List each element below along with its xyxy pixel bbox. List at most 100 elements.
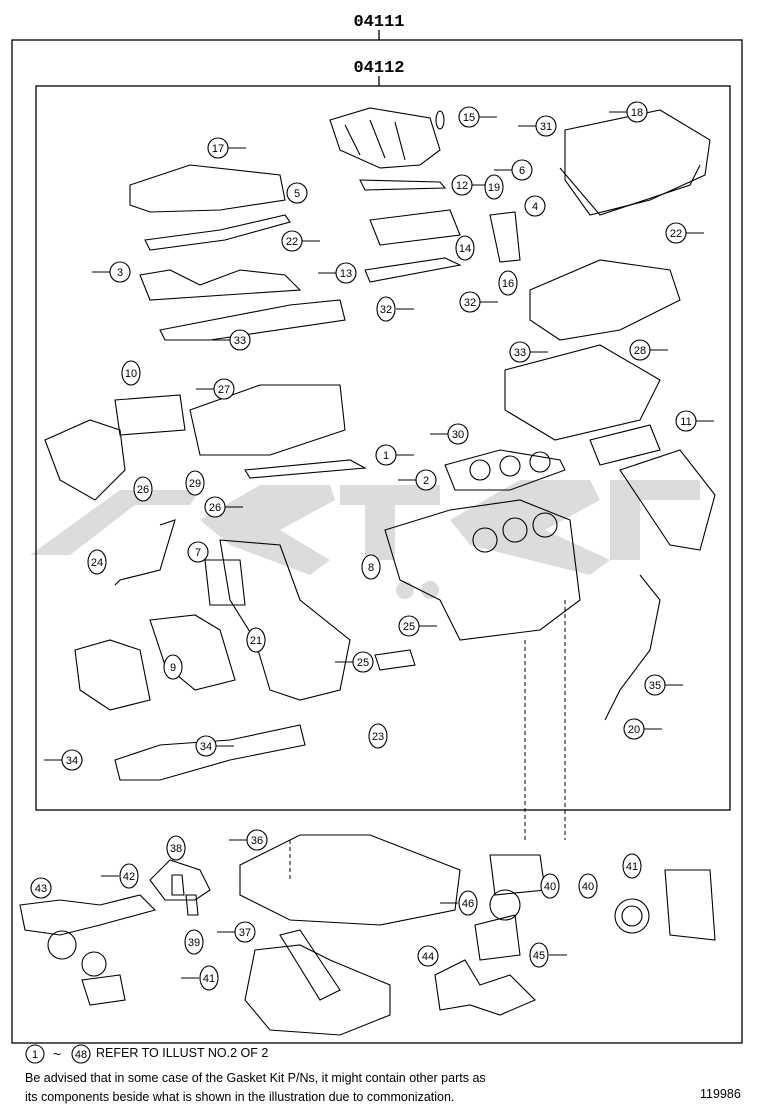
callout-11: 11 xyxy=(675,410,714,432)
part-outlines xyxy=(19,107,716,1036)
callout-number: 7 xyxy=(195,547,201,559)
callout-40: 40 xyxy=(540,873,560,899)
callout-20: 20 xyxy=(623,718,662,740)
callout-number: 4 xyxy=(532,201,538,213)
callout-bubble xyxy=(109,261,131,283)
note-line-1: Be advised that in some case of the Gask… xyxy=(25,1071,486,1085)
callout-number: 42 xyxy=(123,871,135,883)
callout-39: 39 xyxy=(184,929,204,955)
callout-bubble xyxy=(417,945,439,967)
callout-bubble xyxy=(335,262,357,284)
callout-bubble xyxy=(195,735,217,757)
callout-bubble xyxy=(540,873,560,899)
callout-number: 30 xyxy=(452,429,464,441)
callout-15: 15 xyxy=(458,106,497,128)
callout-number: 38 xyxy=(170,843,182,855)
callout-bubble xyxy=(415,469,437,491)
callout-number: 37 xyxy=(239,927,251,939)
callout-24: 24 xyxy=(87,549,107,575)
callout-number: 15 xyxy=(463,112,475,124)
callout-bubble xyxy=(665,222,687,244)
callout-45: 45 xyxy=(529,942,567,968)
callout-bubble xyxy=(626,101,648,123)
callout-number: 10 xyxy=(125,368,137,380)
inner-kit-label: 04112 xyxy=(353,59,404,78)
callout-33: 33 xyxy=(212,329,251,351)
range-end-number: 48 xyxy=(75,1049,87,1061)
callout-number: 31 xyxy=(540,121,552,133)
callout-number: 8 xyxy=(368,562,374,574)
callout-22: 22 xyxy=(665,222,704,244)
callout-14: 14 xyxy=(455,235,475,261)
callout-6: 6 xyxy=(494,159,533,181)
callout-30: 30 xyxy=(430,423,469,445)
callout-3: 3 xyxy=(92,261,131,283)
callout-number: 12 xyxy=(456,180,468,192)
callout-number: 32 xyxy=(380,304,392,316)
callout-bubble xyxy=(511,159,533,181)
callout-8: 8 xyxy=(361,554,381,580)
callout-bubble xyxy=(498,270,518,296)
callout-number: 6 xyxy=(519,165,525,177)
callout-21: 21 xyxy=(246,627,266,653)
callout-number: 41 xyxy=(626,861,638,873)
callout-bubble xyxy=(199,965,219,991)
callout-38: 38 xyxy=(166,835,186,861)
callout-bubble xyxy=(455,235,475,261)
callout-bubble xyxy=(629,339,651,361)
callout-32: 32 xyxy=(459,291,498,313)
callout-number: 11 xyxy=(680,416,691,428)
callout-number: 44 xyxy=(422,951,434,963)
callout-number: 3 xyxy=(117,267,123,279)
callout-number: 13 xyxy=(340,268,352,280)
callout-36: 36 xyxy=(229,829,268,851)
callout-bubble xyxy=(187,541,209,563)
callout-bubble xyxy=(675,410,697,432)
callout-31: 31 xyxy=(518,115,557,137)
callout-4: 4 xyxy=(524,195,546,217)
callout-40: 40 xyxy=(578,873,598,899)
callout-44: 44 xyxy=(417,945,439,967)
callout-bubble xyxy=(376,296,396,322)
callout-number: 16 xyxy=(502,278,514,290)
callout-number: 46 xyxy=(462,898,474,910)
callout-number: 29 xyxy=(189,478,201,490)
callout-bubble xyxy=(213,378,235,400)
callout-25: 25 xyxy=(335,651,374,673)
callout-number: 14 xyxy=(459,243,471,255)
callout-bubble xyxy=(119,863,139,889)
callout-37: 37 xyxy=(217,921,256,943)
callout-43: 43 xyxy=(30,877,52,899)
callout-number: 34 xyxy=(200,741,212,753)
callout-bubble xyxy=(484,174,504,200)
callout-29: 29 xyxy=(185,470,205,496)
watermark-logo xyxy=(30,480,700,599)
callout-13: 13 xyxy=(318,262,357,284)
callout-number: 1 xyxy=(383,450,389,462)
callout-bubble xyxy=(87,549,107,575)
illustration-id: 119986 xyxy=(700,1087,741,1101)
callout-bubble xyxy=(229,329,251,351)
refer-text: REFER TO ILLUST NO.2 OF 2 xyxy=(96,1046,269,1060)
range-start-number: 1 xyxy=(32,1049,38,1061)
callout-bubble xyxy=(623,718,645,740)
callout-bubble xyxy=(529,942,549,968)
callout-7: 7 xyxy=(187,541,209,563)
callout-28: 28 xyxy=(629,339,668,361)
callout-bubble xyxy=(207,137,229,159)
callout-bubble xyxy=(281,230,303,252)
callout-bubble xyxy=(61,749,83,771)
callout-bubble xyxy=(352,651,374,673)
callout-number: 17 xyxy=(212,143,224,155)
callout-bubble xyxy=(535,115,557,137)
callout-bubble xyxy=(234,921,256,943)
callout-bubble xyxy=(185,470,205,496)
callout-number: 22 xyxy=(286,236,298,248)
callout-34: 34 xyxy=(195,735,234,757)
callout-number: 45 xyxy=(533,950,545,962)
callout-bubble xyxy=(644,674,666,696)
callout-number: 33 xyxy=(514,347,526,359)
callout-bubble xyxy=(286,182,308,204)
callout-35: 35 xyxy=(644,674,683,696)
callout-bubble xyxy=(166,835,186,861)
